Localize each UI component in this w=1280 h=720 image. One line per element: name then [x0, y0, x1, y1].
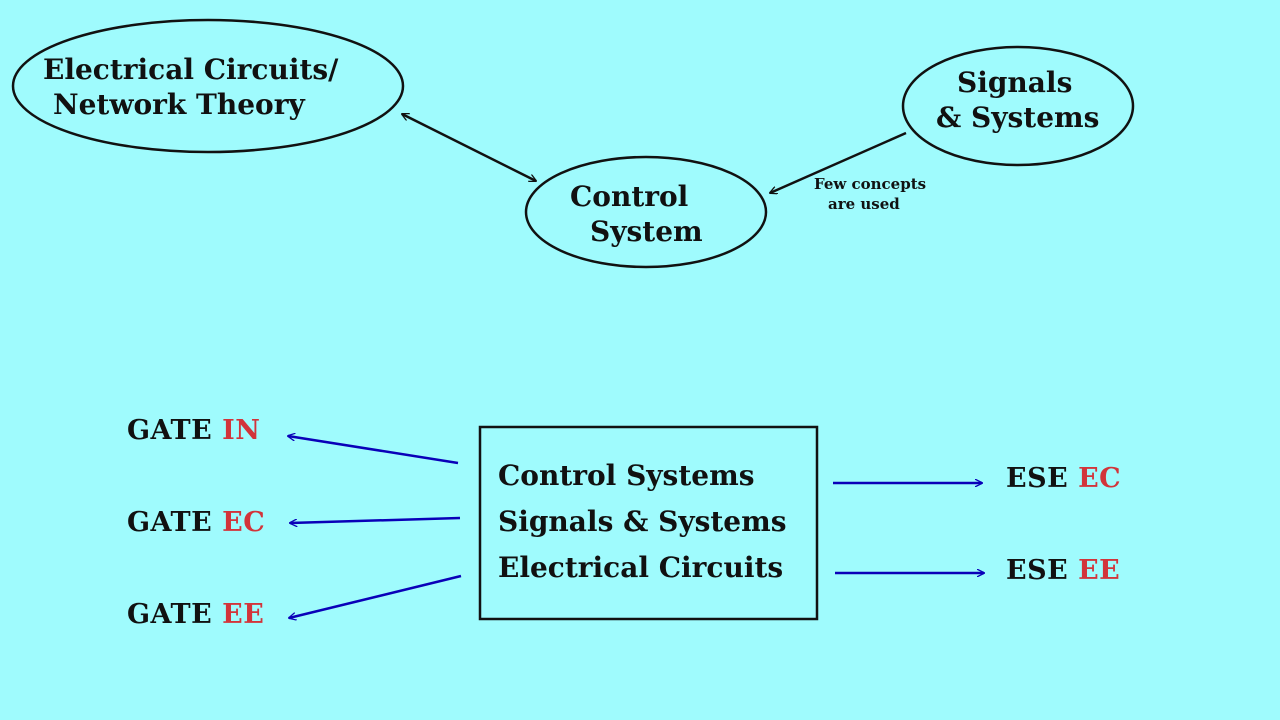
gate-ee-prefix: GATE [127, 599, 213, 630]
electrical-circuits-line-2: Network Theory [53, 88, 305, 121]
gate-in-prefix: GATE [127, 415, 213, 446]
box-line-control-systems: Control Systems [498, 459, 755, 492]
box-line-signals-systems: Signals & Systems [498, 505, 787, 538]
gate-in-branch: IN [222, 415, 261, 446]
ese-ec-prefix: ESE [1006, 463, 1069, 494]
signals-systems-label: Signals & Systems [936, 65, 1099, 135]
gate-ee-label: GATE EE [127, 599, 264, 630]
gate-ee-branch: EE [222, 599, 265, 630]
gate-ec-label: GATE EC [127, 507, 265, 538]
few-concepts-line-2: are used [828, 195, 900, 213]
gate-ec-prefix: GATE [127, 507, 213, 538]
signals-systems-line-2: & Systems [936, 101, 1100, 134]
ese-ee-branch: EE [1078, 555, 1121, 586]
electrical-circuits-ellipse [11, 18, 405, 154]
circuits-control-double-arrow [402, 112, 536, 183]
subjects-box-text: Control Systems Signals & Systems Electr… [498, 453, 787, 591]
electrical-circuits-label: Electrical Circuits/ Network Theory [43, 52, 338, 122]
ese-ec-branch: EC [1078, 463, 1122, 494]
electrical-circuits-line-1: Electrical Circuits/ [43, 53, 339, 86]
arrow-to-gate-ee [289, 574, 462, 618]
signals-systems-line-1: Signals [957, 66, 1073, 99]
arrow-to-gate-in [288, 436, 459, 465]
gate-in-label: GATE IN [127, 415, 260, 446]
control-system-ellipse [524, 155, 768, 269]
arrow-to-gate-ec [290, 516, 461, 523]
control-system-line-1: Control [570, 180, 689, 213]
box-line-electrical-circuits: Electrical Circuits [498, 551, 784, 584]
control-system-line-2: System [590, 215, 703, 248]
few-concepts-line-1: Few concepts [814, 175, 927, 193]
ese-ec-label: ESE EC [1006, 463, 1121, 494]
ese-ee-prefix: ESE [1006, 555, 1069, 586]
ese-ee-label: ESE EE [1006, 555, 1120, 586]
control-system-label: Control System [570, 179, 703, 249]
few-concepts-note: Few concepts are used [814, 174, 926, 214]
signals-systems-ellipse [901, 45, 1135, 167]
gate-ec-branch: EC [222, 507, 266, 538]
signals-to-control-arrow [770, 131, 907, 193]
subjects-box [478, 425, 819, 621]
